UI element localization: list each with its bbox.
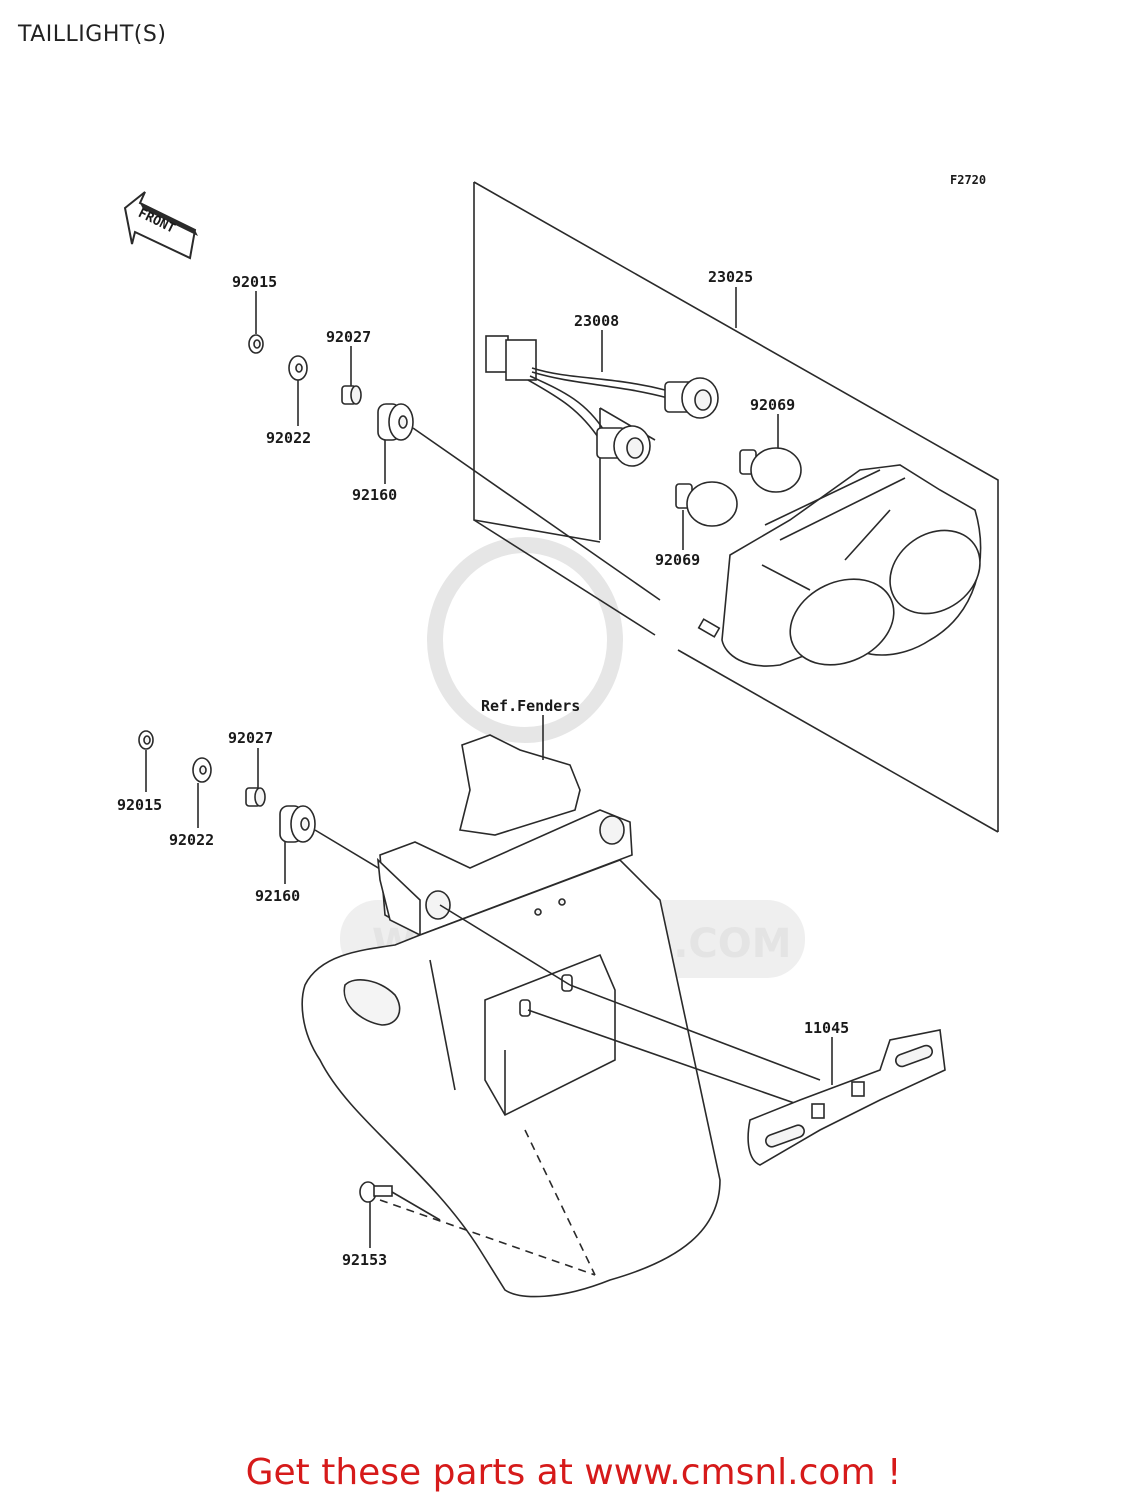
part-label-92022-lower: 92022	[169, 831, 214, 849]
nut-92015-lower	[138, 730, 154, 750]
wiring-harness-23008	[485, 335, 719, 467]
part-label-92015-lower: 92015	[117, 796, 162, 814]
part-label-92153: 92153	[342, 1251, 387, 1269]
collar-92027-lower	[245, 787, 266, 807]
part-label-23008: 23008	[574, 312, 619, 330]
washer-92022-upper	[288, 355, 308, 381]
ref-fenders-label: Ref.Fenders	[481, 697, 580, 715]
part-label-92069-upper: 92069	[750, 396, 795, 414]
part-label-11045: 11045	[804, 1019, 849, 1037]
collar-92027-upper	[341, 385, 362, 405]
bulb-92069-lower	[675, 481, 738, 527]
rear-fender	[301, 734, 821, 1298]
part-label-92022-upper: 92022	[266, 429, 311, 447]
bulb-92069-upper	[739, 447, 802, 493]
page-title: TAILLIGHT(S)	[18, 22, 167, 47]
bolt-92153	[359, 1181, 441, 1221]
part-label-23025: 23025	[708, 268, 753, 286]
figure-code: F2720	[950, 173, 986, 187]
part-label-92015-upper: 92015	[232, 273, 277, 291]
parts-diagram: WWW.CMSNL.COM F2720 FRONT	[117, 173, 999, 1298]
grommet-92160-upper	[377, 403, 661, 601]
part-label-92160-lower: 92160	[255, 887, 300, 905]
front-arrow-icon: FRONT	[123, 191, 198, 260]
buy-parts-link[interactable]: Get these parts at www.cmsnl.com !	[245, 1452, 902, 1493]
nut-92015-upper	[248, 334, 264, 354]
part-label-92027-upper: 92027	[326, 328, 371, 346]
leader-lines	[145, 287, 833, 1248]
taillight-housing	[697, 464, 982, 667]
part-label-92160-upper: 92160	[352, 486, 397, 504]
part-label-92027-lower: 92027	[228, 729, 273, 747]
license-bracket-11045	[747, 1029, 946, 1166]
washer-92022-lower	[192, 757, 212, 783]
part-label-92069-lower: 92069	[655, 551, 700, 569]
